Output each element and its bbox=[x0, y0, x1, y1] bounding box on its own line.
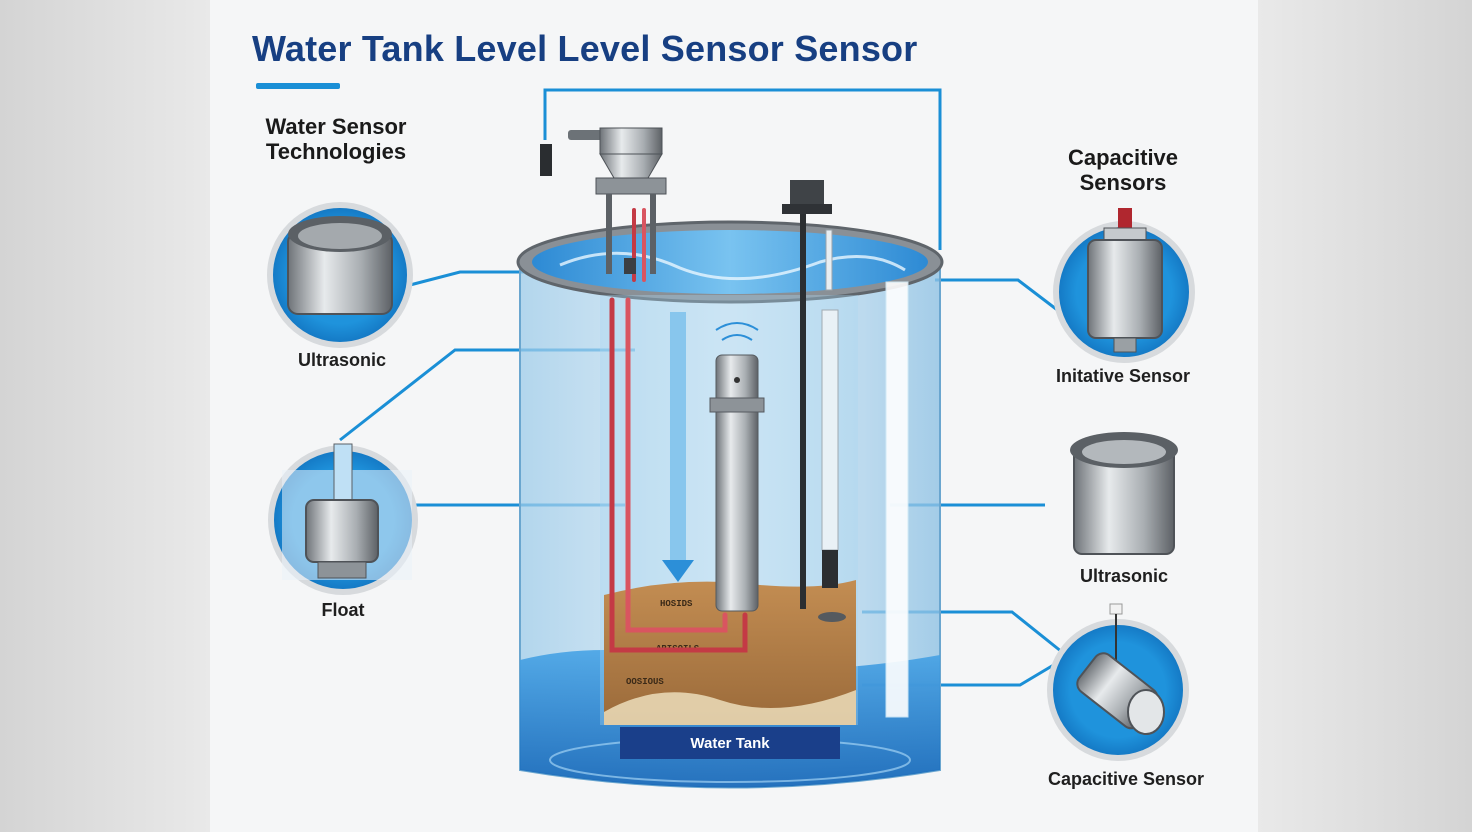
float-left-icon bbox=[268, 443, 418, 595]
label-initative-sensor: Initative Sensor bbox=[1055, 366, 1191, 386]
tank-label-plate bbox=[620, 727, 840, 759]
sand-mound bbox=[604, 690, 856, 725]
float-rod-sensor bbox=[782, 180, 846, 622]
left-heading: Water Sensor Technologies bbox=[248, 114, 424, 164]
top-mounted-sensor bbox=[540, 127, 667, 274]
background-right-margin bbox=[1258, 0, 1472, 832]
background-left-margin bbox=[0, 0, 210, 832]
label-ultrasonic-right: Ultrasonic bbox=[1079, 566, 1169, 586]
red-wire-probes bbox=[609, 208, 748, 653]
tank-label: Water Tank bbox=[690, 735, 770, 752]
initative-right-icon bbox=[1053, 208, 1195, 363]
level-arrow bbox=[662, 312, 694, 582]
water-splash bbox=[559, 251, 906, 281]
left-heading-line2: Technologies bbox=[265, 139, 407, 164]
tank-water-surface bbox=[532, 230, 928, 294]
connector-ultrasonic-left bbox=[409, 270, 545, 287]
submersible-sensor bbox=[709, 322, 765, 612]
capacitive-right-icon bbox=[1047, 603, 1189, 761]
sediment-label-3: OOSIOUS bbox=[626, 677, 664, 687]
right-heading: Capacitive Sensors bbox=[1046, 145, 1200, 195]
label-capacitive-sensor: Capacitive Sensor bbox=[1047, 769, 1205, 789]
tank-white-tube bbox=[885, 281, 909, 718]
sediment-label-1: HOSIDS bbox=[660, 599, 693, 609]
ultrasonic-right-icon bbox=[1070, 432, 1178, 555]
label-float: Float bbox=[321, 600, 365, 620]
right-heading-line1: Capacitive bbox=[1067, 145, 1179, 170]
title-underline bbox=[256, 83, 340, 89]
connector-initative bbox=[935, 278, 1061, 314]
diagram-title: Water Tank Level Level Sensor Sensor bbox=[252, 28, 918, 69]
connector-top bbox=[543, 88, 942, 250]
label-ultrasonic-left: Ultrasonic bbox=[297, 350, 387, 370]
ultrasonic-left-icon bbox=[267, 202, 413, 348]
right-heading-line2: Sensors bbox=[1079, 170, 1167, 195]
left-heading-line1: Water Sensor bbox=[265, 114, 407, 139]
